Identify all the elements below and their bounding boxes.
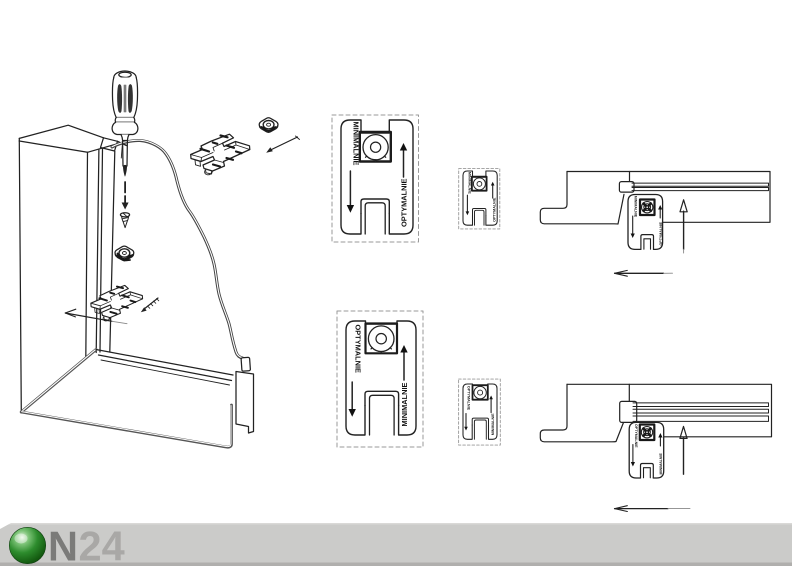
- svg-text:OPTYMALNIE: OPTYMALNIE: [493, 197, 497, 222]
- svg-text:MINIMALNIE: MINIMALNIE: [634, 196, 638, 218]
- svg-text:OPTYMALNIE: OPTYMALNIE: [634, 424, 638, 448]
- svg-text:N: N: [48, 523, 78, 566]
- svg-text:OPTYMALNIE: OPTYMALNIE: [353, 325, 362, 374]
- svg-text:OPTYMALNIE: OPTYMALNIE: [466, 386, 470, 411]
- svg-text:MINIMALNIE: MINIMALNIE: [467, 172, 471, 194]
- svg-text:24: 24: [79, 523, 125, 566]
- svg-text:OPTYMALNIE: OPTYMALNIE: [399, 178, 408, 227]
- svg-text:MINIMALNIE: MINIMALNIE: [659, 453, 663, 475]
- svg-text:OPTYMALNIE: OPTYMALNIE: [659, 221, 663, 245]
- svg-text:MINIMALNIE: MINIMALNIE: [352, 122, 361, 166]
- svg-text:MINIMALNIE: MINIMALNIE: [400, 383, 409, 427]
- svg-text:MINIMALNIE: MINIMALNIE: [491, 413, 495, 435]
